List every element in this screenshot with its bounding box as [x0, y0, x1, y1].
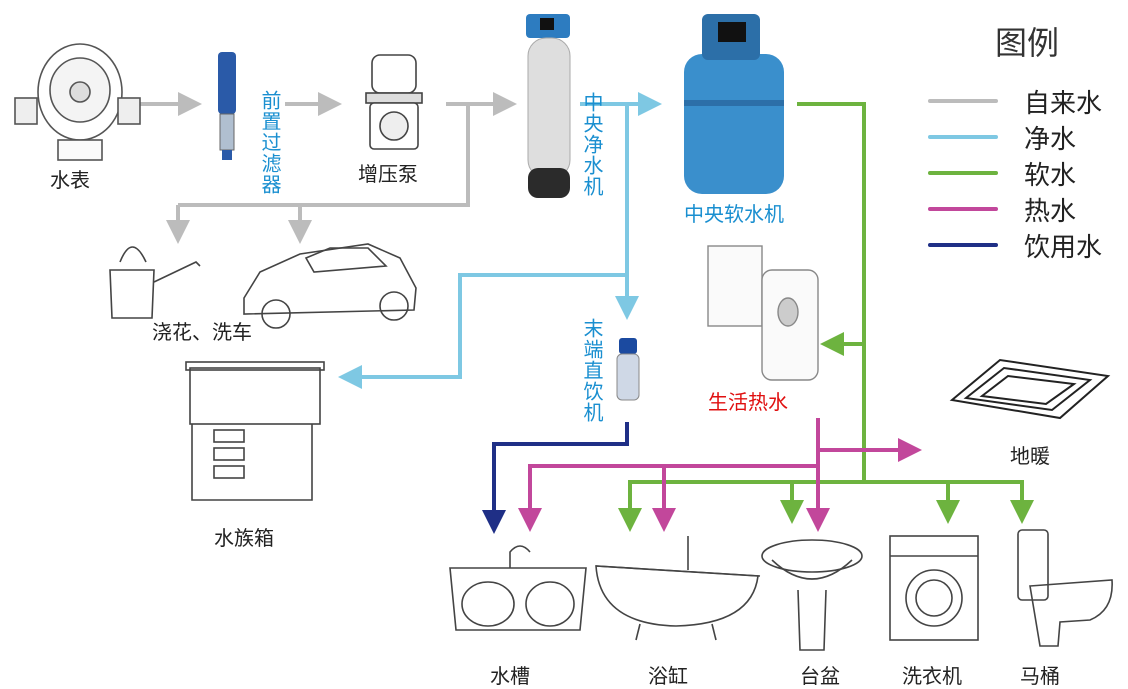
central-purifier-icon: [526, 14, 571, 198]
label-toilet: 马桶: [1020, 664, 1060, 688]
watering-can-icon: [109, 246, 201, 319]
sink-icon: [449, 545, 587, 631]
legend-label: 软水: [1024, 160, 1077, 191]
legend-label: 热水: [1024, 196, 1077, 227]
legend-label: 饮用水: [1024, 232, 1103, 263]
central-softener-icon: [684, 14, 784, 194]
label-garden-car: 浇花、洗车: [152, 320, 252, 344]
hot-water-lines: [518, 418, 922, 532]
legend-swatch-purified: [928, 135, 998, 139]
soft-water-lines: [618, 102, 1034, 532]
label-aquarium: 水族箱: [214, 526, 274, 550]
legend-item: 净水: [928, 122, 1076, 155]
water-meter-icon: [14, 43, 141, 161]
label-central-purifier: 中央净水机: [580, 92, 604, 197]
water-heater-icon: [707, 245, 819, 381]
legend-swatch-soft: [928, 171, 998, 175]
tap-water-lines: [140, 92, 517, 244]
label-prefilter: 前置过滤器: [258, 90, 282, 195]
label-sink: 水槽: [490, 664, 530, 688]
legend-swatch-drinking: [928, 243, 998, 247]
label-central-softener: 中央软水机: [684, 202, 784, 226]
bathtub-icon: [595, 536, 761, 641]
label-washer: 洗衣机: [902, 664, 962, 688]
label-floor-heating: 地暖: [1010, 444, 1050, 468]
legend-swatch-hot: [928, 207, 998, 211]
legend-swatch-tap: [928, 99, 998, 103]
legend-label: 净水: [1024, 124, 1077, 155]
prefilter-icon: [218, 52, 236, 160]
label-terminal-drinker: 末端直饮机: [580, 318, 604, 423]
label-basin: 台盆: [800, 664, 840, 688]
legend-item: 饮用水: [928, 230, 1102, 263]
label-booster-pump: 增压泵: [358, 162, 418, 186]
terminal-drinker-icon: [616, 338, 640, 401]
washer-icon: [889, 535, 979, 641]
aquarium-icon: [185, 361, 325, 501]
legend-item: 热水: [928, 194, 1076, 227]
purified-water-lines: [338, 92, 662, 389]
label-water-meter: 水表: [50, 168, 90, 192]
legend-item: 自来水: [928, 86, 1102, 119]
basin-icon: [761, 539, 863, 651]
floor-heating-icon: [949, 358, 1111, 420]
legend-item: 软水: [928, 158, 1076, 191]
legend-title: 图例: [995, 24, 1060, 62]
label-hot-water: 生活热水: [708, 390, 788, 414]
booster-pump-icon: [365, 54, 423, 150]
drinking-water-line: [482, 422, 629, 534]
legend-label: 自来水: [1024, 88, 1103, 119]
toilet-icon: [1017, 529, 1113, 647]
label-bathtub: 浴缸: [648, 664, 688, 688]
car-icon: [243, 243, 417, 329]
